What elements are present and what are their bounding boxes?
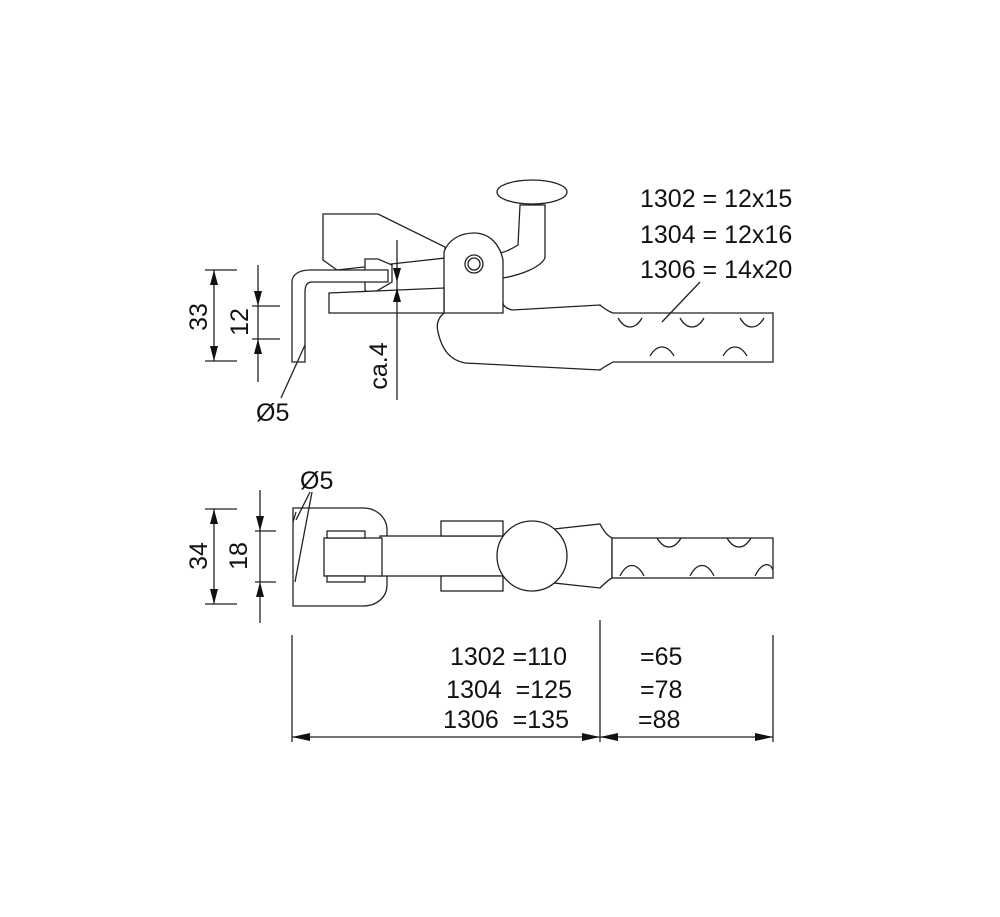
dimension-12: 12 [226,265,280,382]
length-1306: 1306 =135 [443,706,569,734]
grip-length-1306: =88 [638,706,680,734]
knob-stem [499,204,546,279]
lower-bar [328,287,445,314]
grip-pattern [617,317,765,357]
length-1302: 1302 =110 [450,643,567,671]
top-view: 34 18 Ø5 1302 =110 1304 =125 1306 =135 =… [185,467,774,742]
size-1304: 1304 = 12x16 [640,221,792,249]
length-1304: 1304 =125 [446,676,572,704]
wire-leaders [294,491,313,583]
dimension-18: 18 [225,490,276,623]
pivot-hole-inner [467,257,481,271]
dimension-33: 33 [185,269,237,362]
size-1302: 1302 = 12x15 [640,185,792,213]
clevis-pin-bottom [326,575,366,583]
dimension-34: 34 [185,508,237,605]
clevis-diagonal [292,511,297,523]
grip-length-1302: =65 [640,643,682,671]
knob-ball [496,520,568,592]
length-dimension [291,620,774,742]
block-top [440,520,504,537]
dim-33-label: 33 [185,303,213,331]
grip-side [599,304,774,371]
dim-34-label: 34 [185,542,213,570]
size-leader [661,281,701,323]
block-bottom [440,575,504,592]
side-view: 33 12 ca.4 Ø5 1302 = 12x15 1304 = 12x16 … [185,179,792,427]
arm [379,535,506,577]
grip-length-1304: =78 [640,676,682,704]
clevis-pin-top [326,530,366,539]
dim-12-label: 12 [226,308,254,336]
dimension-ca4: ca.4 [365,240,401,400]
dim-18-label: 18 [225,542,253,570]
wire-diameter-label: Ø5 [256,399,289,427]
wire-leader [280,344,306,399]
dim-ca4-label: ca.4 [365,342,393,389]
size-1306: 1306 = 14x20 [640,256,792,284]
wire-diameter-label-top: Ø5 [300,467,333,495]
pivot-hole-outer [464,254,484,274]
knob-head [496,179,568,205]
grip-top-pattern [619,537,774,577]
clevis-inner [323,537,383,577]
